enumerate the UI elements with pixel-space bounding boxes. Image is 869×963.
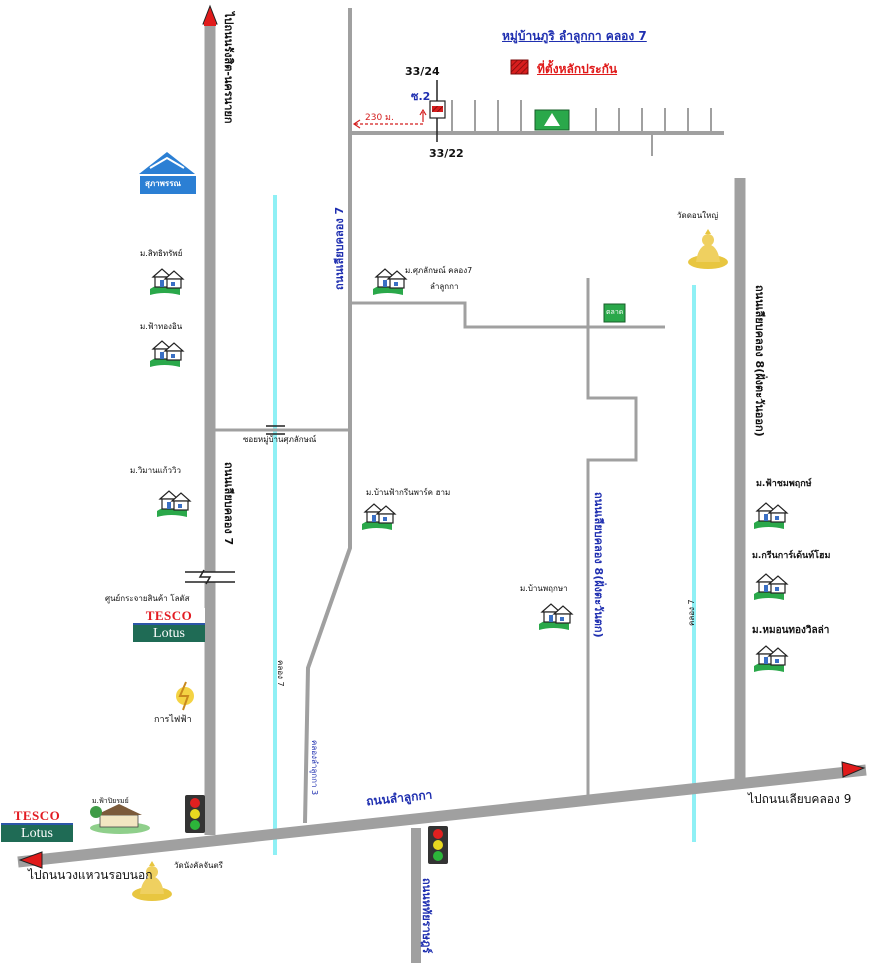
place-label-baanpruksa: ม.บ้านพฤกษา bbox=[520, 584, 568, 593]
road-network bbox=[17, 8, 867, 963]
bridge-soi bbox=[266, 425, 285, 435]
temple-icon-top bbox=[688, 229, 728, 269]
house-icon-baanpruksa bbox=[538, 603, 573, 631]
tesco-lotus-logo-center: TESCO Lotus bbox=[133, 608, 205, 642]
bridge-main-road bbox=[185, 569, 235, 585]
canal-lines bbox=[273, 195, 696, 855]
place-label-suppalak-sub: ลำลูกกา bbox=[430, 282, 459, 291]
canal-label-bottom: คลองลำลูกกา 3 bbox=[310, 740, 319, 796]
house-icon-fahthongin bbox=[149, 340, 184, 368]
park-sign bbox=[534, 109, 570, 131]
house-icon-sitthisap bbox=[149, 268, 184, 296]
place-label-village-logo: สุภาพรรณ bbox=[145, 179, 181, 188]
lotus-wordmark: Lotus bbox=[133, 625, 205, 642]
arrow-icon-top bbox=[202, 4, 218, 26]
house-icon-greengarden bbox=[753, 573, 788, 601]
traffic-light-icon-left bbox=[185, 795, 205, 833]
place-label-suppalak: ม.ศุภลักษณ์ คลอง7 bbox=[405, 266, 473, 275]
canal-label-left: คลอง 7 bbox=[276, 660, 285, 687]
house-icon-baanfah bbox=[361, 503, 396, 531]
direction-right: ไปถนนเลียบคลอง 9 bbox=[748, 792, 852, 806]
road-label-inner: ถนนเลียบคลอง 8(ฝั่งตะวันตก) bbox=[592, 492, 605, 638]
place-label-distribution: ศูนย์กระจายสินค้า โลตัส bbox=[105, 594, 190, 603]
place-label-baanfah: ม.บ้านฟ้ากรีนพาร์ค ฮาม bbox=[366, 488, 451, 497]
soi-label: ซ.2 bbox=[411, 90, 431, 103]
lotus-wordmark: Lotus bbox=[1, 825, 73, 842]
place-label-fahthongin: ม.ฟ้าทองอิน bbox=[140, 322, 183, 331]
place-label-fahpiyarom: ม.ฟ้าปิยรมย์ bbox=[92, 797, 129, 805]
house-number-bottom: 33/22 bbox=[429, 147, 464, 160]
tesco-lotus-logo-left: TESCO Lotus bbox=[1, 808, 73, 842]
tesco-wordmark: TESCO bbox=[133, 608, 205, 625]
road-label-left-mid: ถนนเลียบคลอง 7 bbox=[222, 462, 235, 546]
direction-left: ไปถนนวงแหวนรอบนอก bbox=[28, 868, 153, 882]
place-label-sitthisap: ม.สิทธิทรัพย์ bbox=[140, 249, 183, 258]
house-icon-mamonthong bbox=[753, 645, 788, 673]
resort-icon bbox=[90, 804, 150, 834]
place-label-wat-bottom: วัดนังคัลจันตรี bbox=[174, 861, 223, 870]
canal-label-right: คลอง 7 bbox=[687, 599, 696, 626]
legend-swatch bbox=[510, 59, 529, 75]
house-icon-wimanmaew bbox=[156, 490, 191, 518]
road-label-soi-link: ซอยหมู่บ้านศุภลักษณ์ bbox=[243, 435, 317, 444]
house-icon-fahchompruek bbox=[753, 502, 788, 530]
map-title: หมู่บ้านภูริ ลำลูกกา คลอง 7 bbox=[502, 29, 647, 43]
place-label-greengarden: ม.กรีนการ์เด้นท์โฮม bbox=[752, 551, 831, 561]
tesco-wordmark: TESCO bbox=[1, 808, 73, 825]
electric-icon bbox=[176, 681, 194, 711]
place-label-mamonthong: ม.หมอนทองวิลล่า bbox=[752, 625, 830, 636]
house-number-top: 33/24 bbox=[405, 65, 440, 78]
distance-label: 230 ม. bbox=[365, 113, 394, 123]
road-label-left-top: ไปถนนรังสิต-นครนายก bbox=[222, 12, 235, 124]
arrow-icon-left bbox=[18, 851, 43, 869]
place-label-fahchompruek: ม.ฟ้าชมพฤกษ์ bbox=[756, 479, 812, 489]
distance-arrow bbox=[352, 108, 427, 129]
road-label-bottom-vertical: ถนนหทัยราษฎร์ bbox=[420, 878, 433, 954]
house-icon-suppalak bbox=[372, 268, 407, 296]
place-label-electric: การไฟฟ้า bbox=[154, 715, 192, 725]
soi-ticks bbox=[451, 100, 712, 133]
arrow-icon-right bbox=[841, 761, 866, 778]
place-label-wat-top: วัดดอนใหญ่ bbox=[677, 211, 719, 220]
village-logo bbox=[139, 152, 196, 194]
legend-label: ที่ตั้งหลักประกัน bbox=[537, 62, 618, 76]
place-label-market: ตลาด bbox=[606, 308, 624, 316]
traffic-light-icon-bottom bbox=[428, 826, 448, 864]
market-sign bbox=[603, 303, 626, 323]
place-label-wimanmaew: ม.วิมานแก้ววิว bbox=[130, 466, 182, 475]
road-label-mid: ถนนเลียบคลอง 7 bbox=[333, 206, 346, 290]
road-label-right: ถนนเลียบคลอง 8(ฝั่งตะวันออก) bbox=[753, 285, 766, 437]
collateral-marker bbox=[429, 80, 446, 142]
